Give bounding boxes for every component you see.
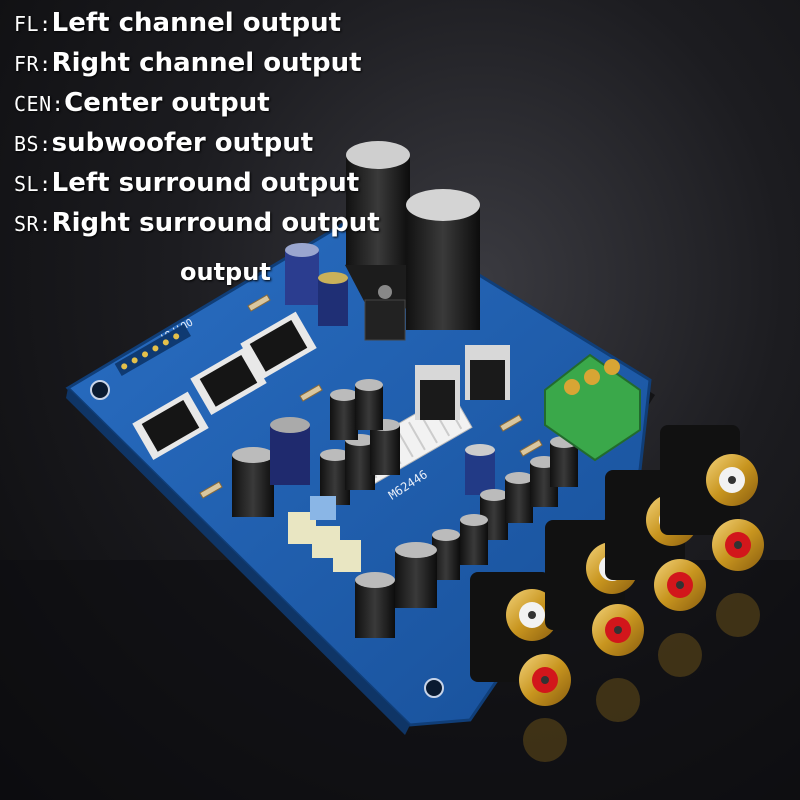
screw-terminal — [544, 353, 641, 462]
small-capacitor — [232, 243, 578, 638]
legend-text: Right channel output — [51, 48, 362, 78]
ic-chip — [190, 346, 267, 416]
rca-jack-bank — [470, 425, 764, 706]
legend-row-cen: CEN: Center output — [14, 88, 380, 128]
legend-row-sr: SR: Right surround output — [14, 208, 380, 248]
film-capacitor — [288, 496, 361, 572]
legend-code: SL: — [14, 172, 52, 196]
legend-code: CEN: — [14, 92, 65, 116]
rca-jack-pair — [660, 425, 764, 571]
pin-header — [114, 323, 191, 376]
legend-row-fr: FR: Right channel output — [14, 48, 380, 88]
legend-text: Left surround output — [51, 168, 360, 198]
voltage-regulator — [415, 345, 510, 420]
legend-code: BS: — [14, 132, 52, 156]
ic-chip — [132, 391, 209, 461]
legend-code: FL: — [14, 12, 52, 36]
rca-jack-pair — [470, 572, 571, 706]
legend-text: subwoofer output — [51, 128, 314, 158]
legend-row-sl: SL: Left surround output — [14, 168, 380, 208]
legend-code: FR: — [14, 52, 52, 76]
legend-row-bs: BS: subwoofer output — [14, 128, 380, 168]
legend-text: Center output — [64, 88, 270, 118]
mounting-hole — [90, 380, 110, 400]
mounting-hole — [424, 678, 444, 698]
legend-text: Right surround output — [51, 208, 380, 238]
ic-chip — [240, 311, 317, 381]
legend-text: Left channel output — [51, 8, 342, 38]
legend-code: SR: — [14, 212, 52, 236]
jack-reflection — [523, 593, 760, 762]
trailing-output-word: output — [180, 258, 271, 286]
legend-row-fl: FL: Left channel output — [14, 8, 380, 48]
large-capacitor — [346, 141, 480, 330]
output-legend: FL: Left channel output FR: Right channe… — [14, 8, 380, 248]
